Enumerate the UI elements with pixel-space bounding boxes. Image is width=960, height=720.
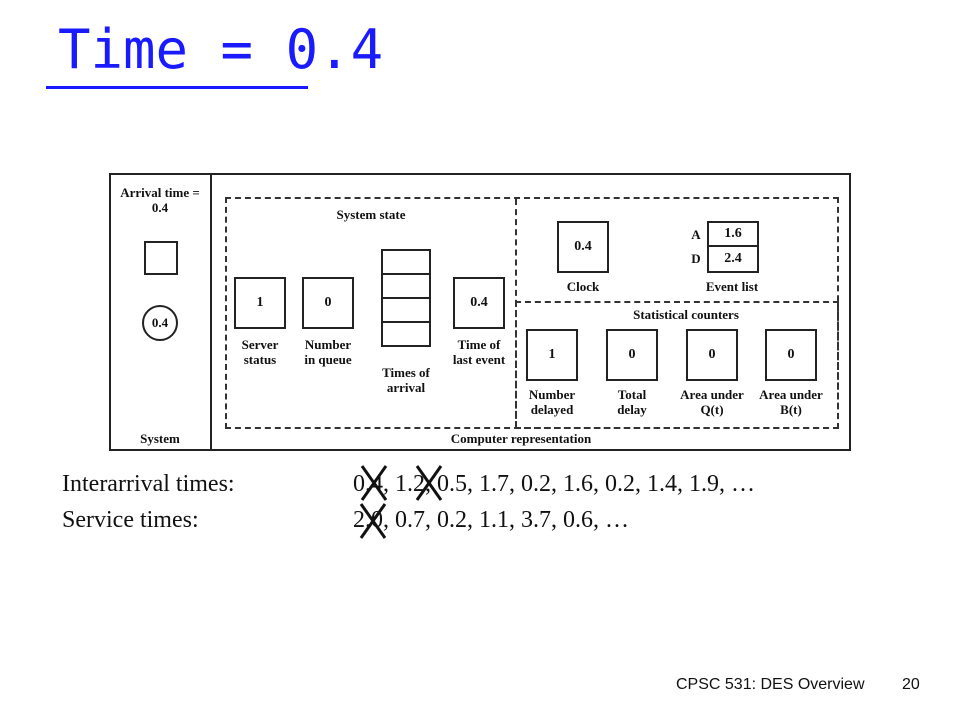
server-status-value: 1 (234, 277, 286, 329)
event-list-key-a: A (691, 227, 701, 242)
computer-representation-label: Computer representation (450, 431, 592, 446)
slide-title: Time = 0.4 (58, 18, 384, 81)
area-q-label: Area under Q(t) (680, 387, 744, 417)
footer-course: CPSC 531: DES Overview (676, 676, 865, 693)
simulation-diagram: Arrival time = 0.4 0.4 System System sta… (109, 173, 851, 451)
arrival-slot (381, 321, 431, 347)
total-delay-label: Total delay (617, 387, 647, 417)
arrival-time-label: Arrival time = 0.4 (120, 185, 200, 215)
crossout-icon (415, 465, 443, 501)
total-delay-value: 0 (606, 329, 658, 381)
times-of-arrival-stack (381, 249, 431, 347)
area-b-label: Area under B(t) (759, 387, 823, 417)
page-number: 20 (902, 676, 920, 693)
times-of-arrival-label: Times of arrival (382, 365, 430, 395)
arriving-customer: 0.4 (142, 305, 178, 341)
service-values: 2.0, 0.7, 0.2, 1.1, 3.7, 0.6, … (353, 507, 629, 533)
clock-label: Clock (566, 279, 600, 294)
system-label: System (140, 431, 180, 446)
title-underline (46, 86, 308, 89)
event-list-d-value: 2.4 (707, 245, 759, 273)
event-list-a-value: 1.6 (707, 221, 759, 247)
time-of-last-event-value: 0.4 (453, 277, 505, 329)
server-box (144, 241, 178, 275)
number-delayed-label: Number delayed (528, 387, 576, 417)
number-in-queue-value: 0 (302, 277, 354, 329)
interarrival-label: Interarrival times: (62, 471, 235, 497)
statistical-counters-label: Statistical counters (633, 307, 739, 322)
number-delayed-value: 1 (526, 329, 578, 381)
arrival-slot (381, 273, 431, 299)
area-b-value: 0 (765, 329, 817, 381)
clock-value: 0.4 (557, 221, 609, 273)
interarrival-values: 0.4, 1.2, 0.5, 1.7, 0.2, 1.6, 0.2, 1.4, … (353, 471, 755, 497)
area-q-value: 0 (686, 329, 738, 381)
service-label: Service times: (62, 507, 199, 533)
time-of-last-event-label: Time of last event (452, 337, 506, 367)
system-divider (210, 175, 212, 449)
server-status-label: Server status (241, 337, 279, 367)
crossout-icon (360, 465, 388, 501)
arrival-slot (381, 249, 431, 275)
number-in-queue-label: Number in queue (304, 337, 352, 367)
event-list-label: Event list (705, 279, 759, 294)
statistical-counters-frame (515, 301, 839, 429)
arrival-slot (381, 297, 431, 323)
crossout-icon (359, 503, 387, 539)
system-state-label: System state (336, 207, 406, 222)
event-list-key-d: D (691, 251, 701, 266)
